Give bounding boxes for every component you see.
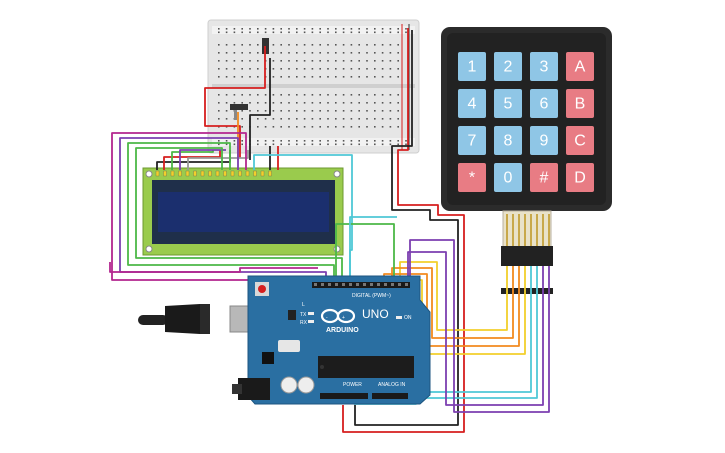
arduino-model: UNO — [362, 307, 389, 321]
keypad-key-6[interactable]: 6 — [530, 89, 558, 118]
keypad-key-0[interactable]: 0 — [494, 163, 522, 192]
keypad-key-label: 6 — [540, 96, 549, 113]
wire-green-loop — [335, 223, 395, 283]
lcd-16x2[interactable] — [142, 167, 344, 256]
keypad-key-1[interactable]: 1 — [458, 52, 486, 81]
wire-lcd-3 — [171, 150, 214, 170]
keypad-key-label: * — [469, 170, 475, 187]
keypad-key-label: 0 — [504, 170, 513, 187]
digital-pins — [314, 283, 408, 286]
keypad-key-label: 8 — [504, 133, 513, 150]
wire-key-8 — [409, 239, 550, 413]
wire-magenta-low — [109, 262, 318, 273]
led-on-label: ON — [404, 315, 412, 321]
wire-lcd-2 — [163, 150, 221, 170]
keypad-key-8[interactable]: 8 — [494, 126, 522, 155]
keypad-key-label: A — [575, 59, 586, 76]
keypad-key-hash[interactable]: # — [530, 163, 558, 192]
atmega-chip — [318, 356, 414, 378]
keypad-key-label: 9 — [540, 133, 549, 150]
led-l-label: L — [302, 302, 305, 308]
led-tx-label: TX — [300, 312, 307, 318]
digital-header-label: DIGITAL (PWM~) — [352, 293, 391, 299]
digital-header[interactable] — [312, 282, 410, 288]
breadboard-component-mid — [230, 104, 248, 120]
arduino-uno[interactable]: - + ARDUINO UNO TX RX ON L DIGITAL (PWM~… — [138, 275, 431, 405]
keypad-key-b[interactable]: B — [566, 89, 594, 118]
wire-black-gnd — [354, 30, 459, 426]
wire-red-pot — [204, 46, 266, 158]
wire-green-lcd — [127, 142, 335, 283]
keypad-key-label: 4 — [468, 96, 477, 113]
svg-text:-: - — [326, 315, 328, 321]
wire-key-2 — [391, 266, 514, 339]
keypad-key-5[interactable]: 5 — [494, 89, 522, 118]
keypad-key-label: C — [574, 133, 586, 150]
keypad-key-2[interactable]: 2 — [494, 52, 522, 81]
keypad-4x4[interactable]: 1 2 3 A 4 5 6 B 7 8 9 C * 0 # D — [441, 27, 612, 294]
keypad-key-label: 5 — [504, 96, 513, 113]
keypad-key-c[interactable]: C — [566, 126, 594, 155]
keypad-key-label: D — [574, 170, 586, 187]
keypad-key-a[interactable]: A — [566, 52, 594, 81]
analog-header[interactable] — [372, 393, 408, 399]
keypad-key-star[interactable]: * — [458, 163, 486, 192]
wire-key-1 — [399, 261, 508, 331]
power-header[interactable] — [320, 393, 368, 399]
wire-green2-lcd — [135, 147, 343, 283]
keypad-ribbon-pins — [506, 214, 550, 246]
power-header-label: POWER — [343, 382, 362, 388]
wire-lcd-4 — [179, 149, 226, 170]
wire-red-power — [342, 28, 465, 433]
keypad-key-4[interactable]: 4 — [458, 89, 486, 118]
wire-key-7 — [407, 251, 544, 406]
wire-black-pot — [249, 58, 271, 160]
keypad-key-9[interactable]: 9 — [530, 126, 558, 155]
breadboard[interactable] — [207, 19, 420, 154]
arduino-brand: ARDUINO — [326, 327, 359, 334]
wire-cyan-loop — [349, 216, 397, 283]
usb-cable — [138, 304, 259, 334]
lcd-screen — [158, 192, 329, 232]
keypad-key-label: 7 — [468, 133, 477, 150]
keypad-key-label: 1 — [468, 59, 477, 76]
led-rx-label: RX — [300, 320, 308, 326]
keypad-key-label: B — [575, 96, 586, 113]
analog-header-label: ANALOG IN — [378, 382, 406, 388]
lcd-pin-header — [155, 170, 272, 177]
svg-text:+: + — [342, 315, 345, 321]
keypad-key-d[interactable]: D — [566, 163, 594, 192]
arduino-logo-icon: - + — [320, 308, 356, 324]
keypad-key-label: 3 — [540, 59, 549, 76]
wire-purple-lcd — [119, 137, 327, 283]
keypad-key-3[interactable]: 3 — [530, 52, 558, 81]
keypad-key-label: 2 — [504, 59, 513, 76]
keypad-key-7[interactable]: 7 — [458, 126, 486, 155]
wire-lcd-5 — [187, 150, 249, 170]
keypad-key-label: # — [540, 170, 549, 187]
